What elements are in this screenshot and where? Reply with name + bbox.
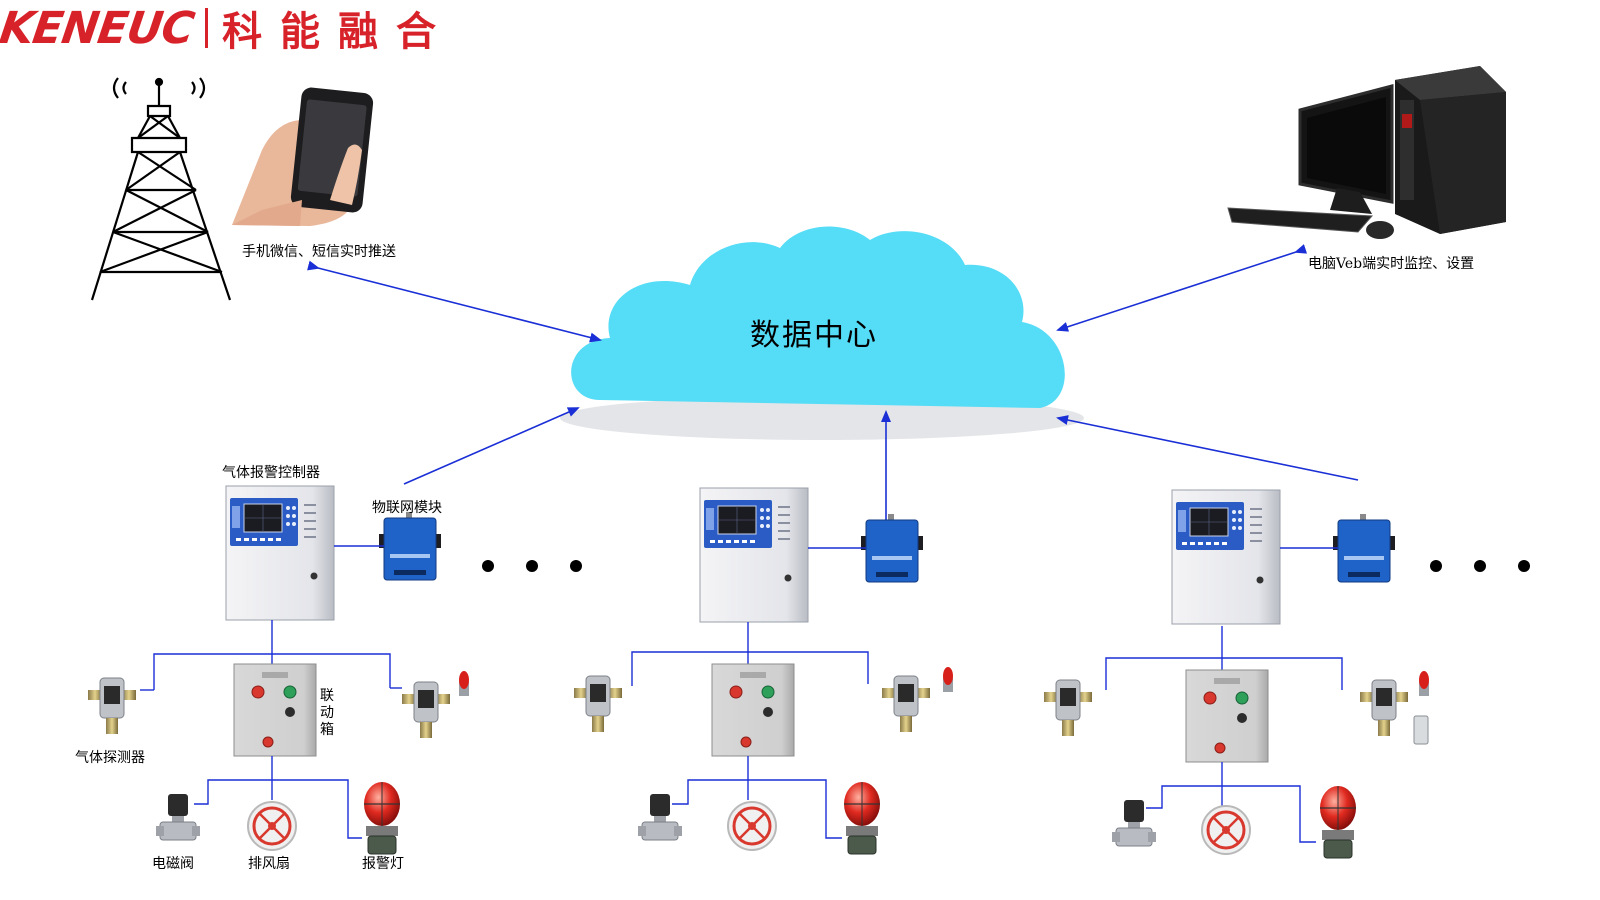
- gas-detector: [881, 675, 931, 733]
- iot-module: [378, 511, 442, 581]
- exhaust-fan: [246, 800, 298, 852]
- alarm-lamp-small: [943, 667, 953, 692]
- brand-separator: [205, 8, 209, 48]
- top-arrows: [307, 244, 1359, 520]
- gas-detector: [87, 677, 137, 735]
- iot-module: [860, 513, 924, 583]
- ellipsis-dots: [482, 560, 1530, 572]
- alarm-light: [1319, 785, 1357, 859]
- cloud-icon: [560, 226, 1084, 440]
- label-iot-module: 物联网模块: [372, 500, 442, 516]
- label-alarm-light: 报警灯: [362, 856, 404, 872]
- group-middle: [573, 487, 953, 855]
- label-phone-push: 手机微信、短信实时推送: [242, 244, 396, 260]
- linkage-box: [711, 663, 795, 757]
- alarm-lamp-small: [1419, 671, 1429, 696]
- label-linkage-box: 联动箱: [320, 688, 334, 738]
- linkage-box: [1185, 669, 1269, 763]
- arrow-left-group: [403, 407, 580, 485]
- label-exhaust-fan: 排风扇: [248, 856, 290, 872]
- label-gas-detector: 气体探测器: [75, 750, 145, 766]
- solenoid-valve: [637, 793, 683, 841]
- controller-cabinet: [1171, 489, 1281, 625]
- alarm-light: [843, 781, 881, 855]
- arrow-right-group: [1056, 415, 1359, 481]
- iot-module: [1332, 513, 1396, 583]
- solenoid-valve: [155, 793, 201, 841]
- signal-tower-icon: [90, 77, 232, 301]
- solenoid-valve: [1111, 799, 1157, 847]
- arrow-phone-cloud: [307, 260, 602, 343]
- brand-name-cn: 科能融合: [222, 9, 455, 55]
- alarm-lamp-small: [459, 671, 469, 696]
- label-data-center: 数据中心: [750, 318, 878, 353]
- linkage-box: [233, 663, 317, 757]
- controller-cabinet: [699, 487, 809, 623]
- exhaust-fan: [726, 800, 778, 852]
- desktop-computer-icon: [1227, 66, 1506, 239]
- controller-cabinet: [225, 485, 335, 621]
- label-controller: 气体报警控制器: [222, 465, 320, 481]
- exhaust-fan: [1200, 804, 1252, 856]
- gas-detector: [573, 675, 623, 733]
- smartphone-hand-icon: [232, 87, 374, 226]
- alarm-light: [363, 781, 401, 855]
- group-right: [1043, 489, 1429, 859]
- gas-detector: [1043, 679, 1093, 737]
- label-pc-monitor: 电脑Veb端实时监控、设置: [1308, 256, 1475, 272]
- gas-detector: [1359, 679, 1409, 737]
- remote-control: [1413, 715, 1429, 745]
- gas-detector: [401, 681, 451, 739]
- arrow-pc-cloud: [1056, 244, 1308, 332]
- label-solenoid-valve: 电磁阀: [152, 856, 194, 872]
- group-left: [87, 485, 469, 855]
- brand-logo: KENEUC 科能融合: [0, 2, 455, 56]
